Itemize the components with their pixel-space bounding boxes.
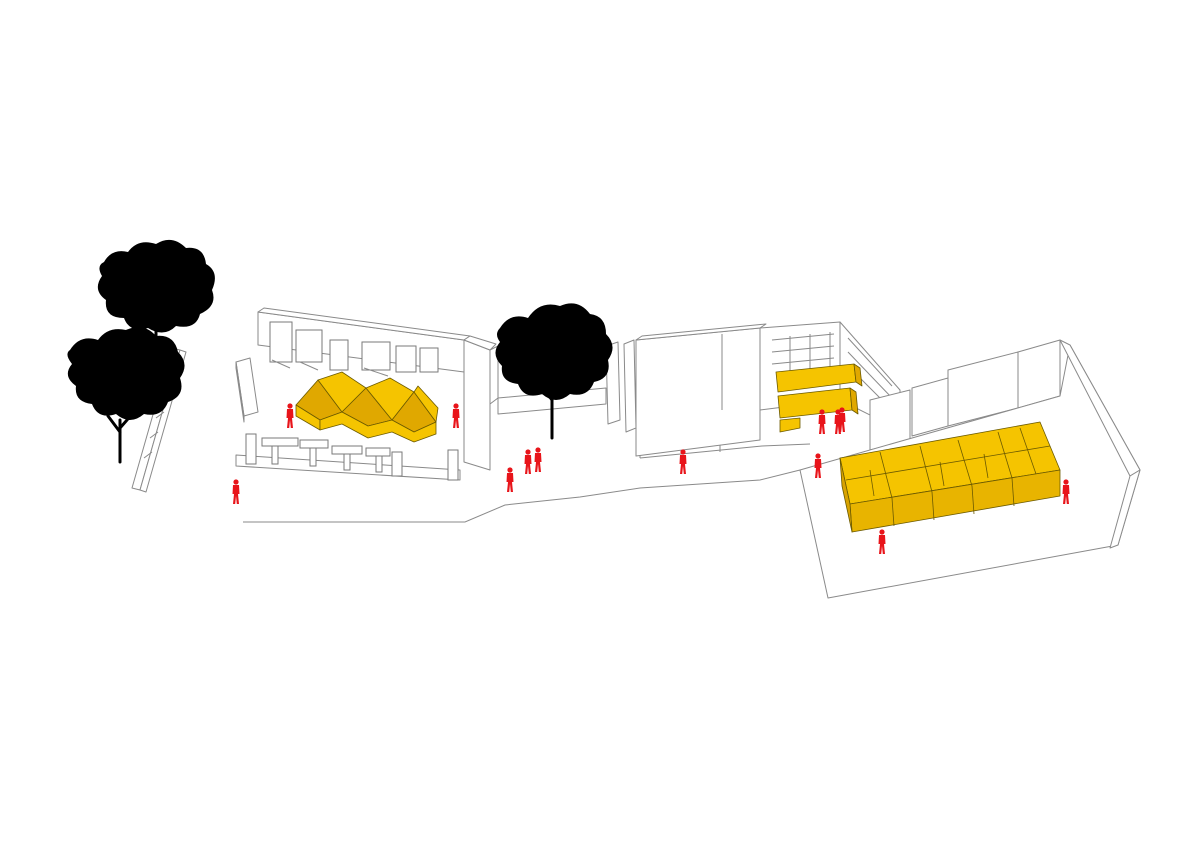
gallery-tables-front: [245, 433, 459, 481]
person-figure: [679, 449, 687, 474]
right-hall-wall: [635, 327, 761, 457]
box-side: [839, 457, 853, 533]
person-figure: [878, 529, 886, 554]
courtyard-end-wall: [1109, 469, 1141, 549]
left-side-wall-face: [235, 361, 245, 423]
right-block-left: [463, 339, 491, 471]
zigzag-canopy: [295, 371, 439, 443]
left-courtyard: [235, 307, 801, 523]
person-figure: [286, 403, 294, 428]
person-figure: [818, 409, 826, 434]
person-figure: [534, 447, 542, 472]
person-figure: [1062, 479, 1070, 504]
box-grid: [845, 427, 1051, 527]
person-figure: [232, 479, 240, 504]
person-figure: [506, 467, 514, 492]
pillar-2: [623, 339, 637, 433]
tree-left-lower: [67, 327, 185, 464]
gallery-panels-back: [269, 321, 439, 377]
annex-wall-2: [911, 377, 949, 437]
person-figure: [452, 403, 460, 428]
banner-panels: [775, 363, 863, 433]
person-figure: [524, 449, 532, 474]
pillar-1: [605, 341, 621, 425]
ground-outline-left: [243, 469, 801, 523]
person-figure: [814, 453, 822, 478]
person-figure: [838, 407, 846, 432]
people-layer: [232, 403, 1070, 554]
right-hall-top: [635, 323, 767, 341]
tree-center: [495, 303, 613, 440]
box-frame-structure: [839, 421, 1061, 533]
